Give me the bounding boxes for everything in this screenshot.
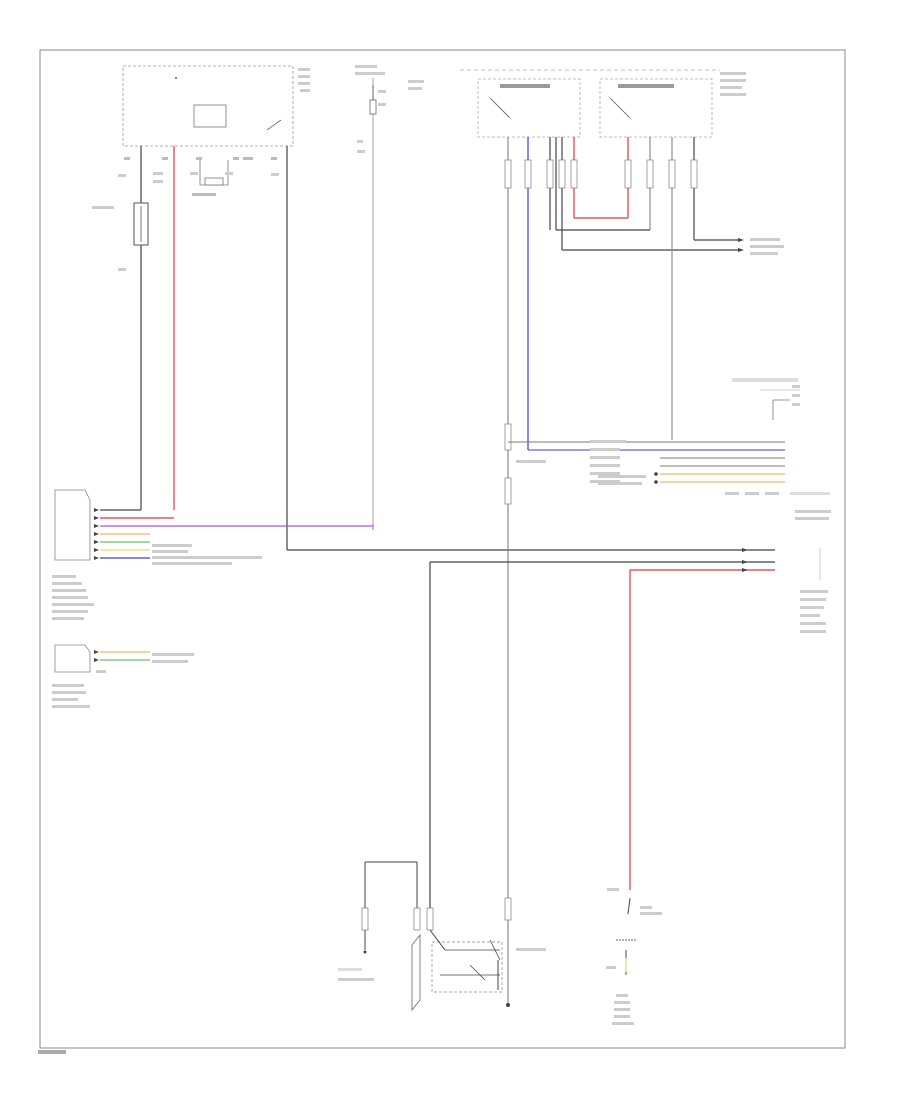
engine-control-module-connector bbox=[508, 378, 831, 520]
body-control-connector bbox=[52, 489, 262, 620]
diagram-frame bbox=[39, 49, 846, 1049]
gateway-module-connector bbox=[52, 644, 194, 708]
footer-code bbox=[38, 1050, 66, 1054]
engine-relay-boxes bbox=[460, 69, 746, 138]
oil-pressure-switch bbox=[606, 888, 662, 1025]
starter-motor-symbol bbox=[411, 929, 546, 1012]
module-ground-switch bbox=[199, 160, 229, 186]
generator-starter-group bbox=[338, 861, 512, 981]
fuse-panel-feed bbox=[355, 65, 424, 530]
module-pin-labels bbox=[92, 68, 310, 271]
right-junction-connector bbox=[429, 548, 828, 925]
relay-output-connector bbox=[738, 238, 784, 255]
battery-fuse-symbol bbox=[133, 202, 149, 246]
battery-disconnect-module bbox=[122, 65, 294, 147]
relay-connector-ticks bbox=[504, 159, 698, 505]
